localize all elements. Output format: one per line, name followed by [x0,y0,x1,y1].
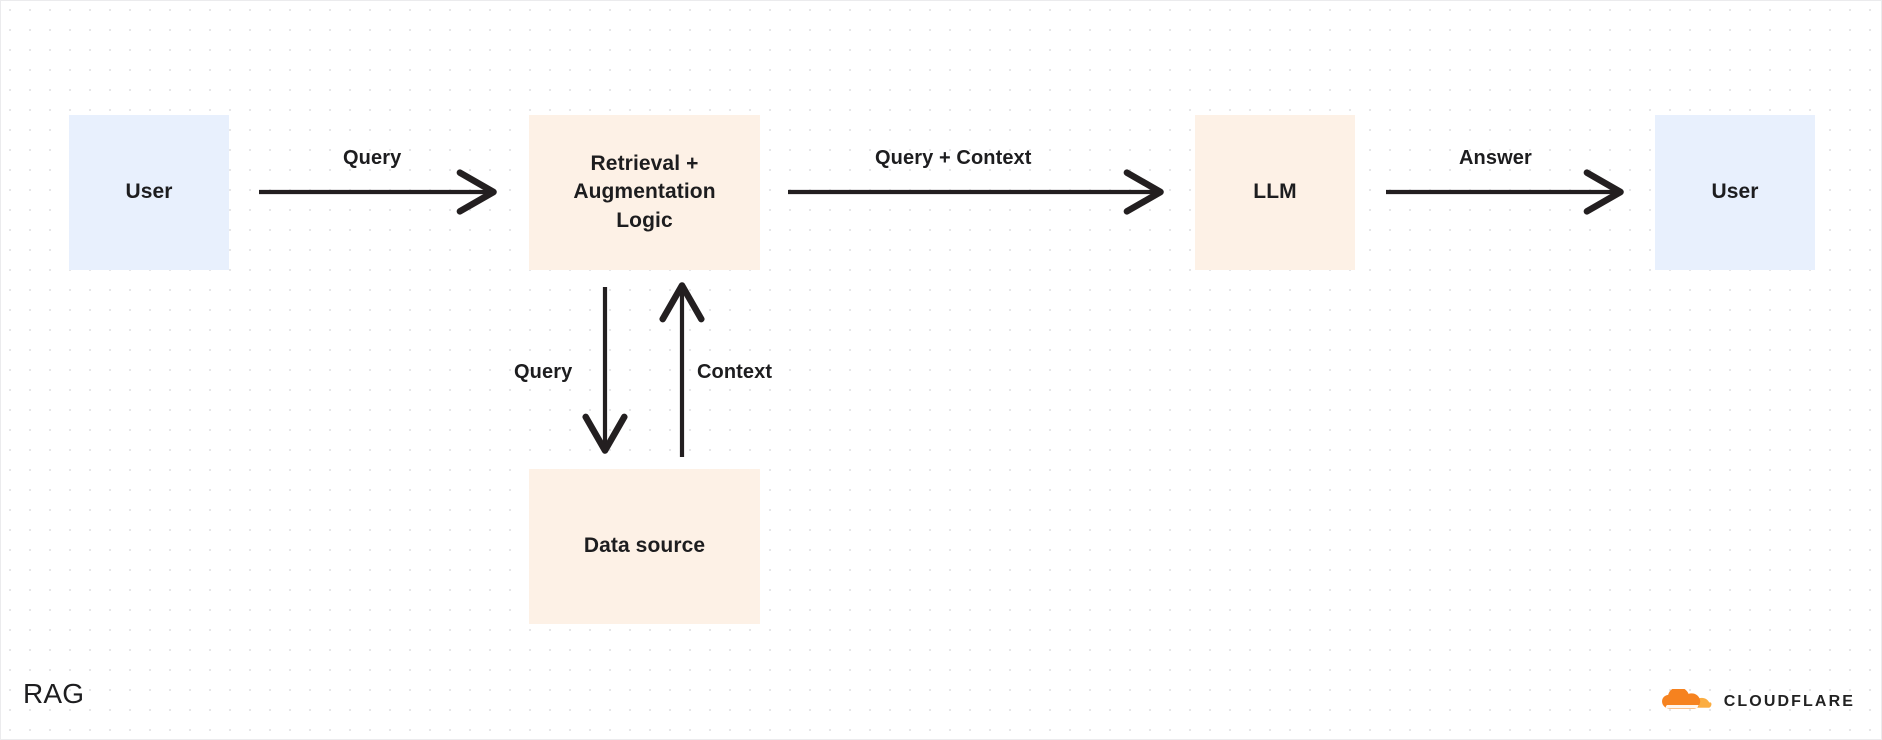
node-data-source[interactable]: Data source [529,469,760,624]
node-label: Retrieval + Augmentation Logic [573,150,715,236]
node-label: User [125,180,173,204]
edge-label-query-user-retrieval: Query [343,147,402,169]
edge-label-query-plus-context: Query + Context [875,147,1032,169]
node-retrieval-augmentation-logic[interactable]: Retrieval + Augmentation Logic [529,115,760,270]
node-label: LLM [1253,180,1297,204]
diagram-title: RAG [23,678,85,709]
node-label: Data source [583,534,706,558]
edge-label-context: Context [697,361,773,383]
node-llm[interactable]: LLM [1195,115,1355,270]
edge-label-answer: Answer [1459,147,1532,169]
node-user-left[interactable]: User [69,115,229,270]
cloudflare-cloud-icon [1661,689,1712,709]
node-label: User [1711,180,1759,204]
node-label-line-1: Retrieval + [590,151,699,175]
node-label-line-2: Augmentation [573,180,716,204]
edge-label-query-retrieval-datasource: Query [514,361,573,383]
node-user-right[interactable]: User [1655,115,1815,270]
cloudflare-logo: CLOUDFLARE [1659,689,1855,715]
node-label-line-3: Logic [616,208,673,232]
cloudflare-wordmark: CLOUDFLARE [1723,693,1855,710]
